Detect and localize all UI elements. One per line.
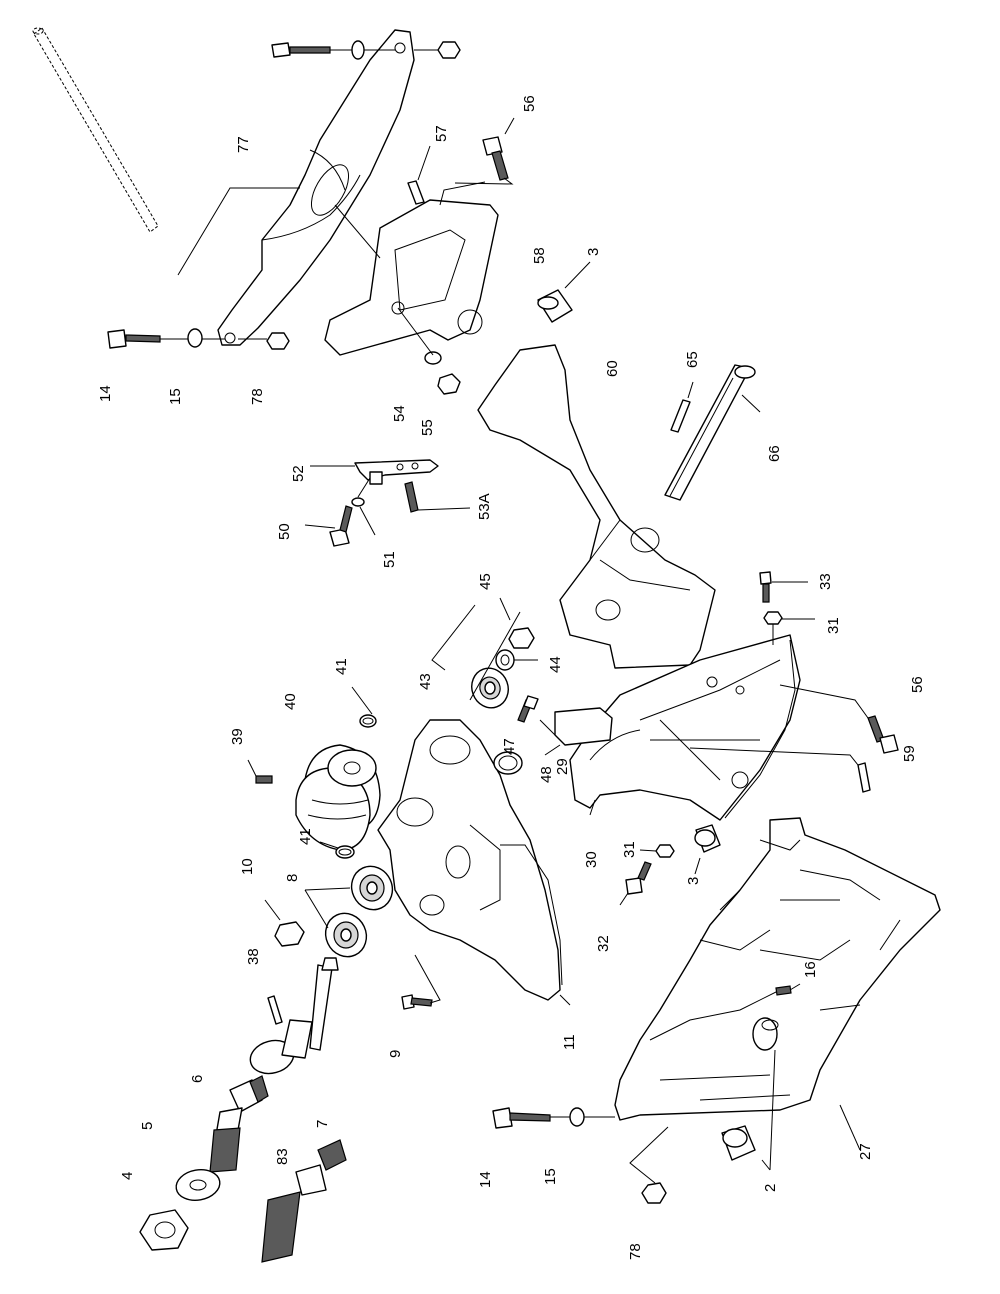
callout-65: 65 [684,351,701,368]
callout-41-top: 41 [333,658,350,675]
callout-40: 40 [282,693,299,710]
callout-83: 83 [274,1148,291,1165]
callout-56-right: 56 [909,676,926,693]
part-8-bearings [304,865,394,958]
callout-32: 32 [595,935,612,952]
callout-57: 57 [433,125,450,142]
callout-56: 56 [521,95,538,112]
rod-ghost [32,27,159,233]
callout-43: 43 [417,673,434,690]
callout-39: 39 [229,728,246,745]
part-9-screw [401,954,441,1010]
part-51-washer [351,497,376,536]
part-29-washer [493,751,523,775]
callout-4: 4 [119,1172,136,1180]
top-bolt-assembly [271,40,461,60]
callout-labels: 77 57 56 58 3 14 15 78 54 55 60 65 66 52… [97,95,926,1260]
callout-33: 33 [817,573,834,590]
callout-66: 66 [766,445,783,462]
callout-54: 54 [391,405,408,422]
part-44-washer [495,649,538,671]
callout-27: 27 [857,1143,874,1160]
callout-8: 8 [284,874,301,882]
lower-bolt-assembly [492,1104,861,1204]
callout-3-lower: 3 [685,877,702,885]
callout-50: 50 [276,523,293,540]
callout-30: 30 [583,851,600,868]
part-5-washer [175,1169,221,1201]
callout-51: 51 [381,551,398,568]
callout-14: 14 [97,385,114,402]
part-50-bolt [304,505,353,547]
part-27-frame [614,817,941,1121]
part-30-gear-segment [569,634,801,821]
callout-15-lower: 15 [542,1168,559,1185]
callout-48: 48 [538,766,555,783]
part-2-bushing [721,1049,776,1171]
callout-16: 16 [802,961,819,978]
callout-2: 2 [762,1184,779,1192]
part-41-ring-top [351,686,377,728]
part-3-bushing-lower [694,824,721,875]
part-41-ring-lower [319,841,355,859]
part-53A-screw [404,481,471,513]
part-33-bolt [759,571,808,603]
callout-45: 45 [477,573,494,590]
callout-5: 5 [139,1122,156,1130]
part-65-key [670,381,694,433]
callout-77: 77 [235,136,252,153]
part-56-bolt-top [454,117,515,185]
callout-14-lower: 14 [477,1171,494,1188]
callout-58: 58 [531,247,548,264]
part-47-screw [517,695,539,723]
callout-55: 55 [419,419,436,436]
part-52-bracket [310,459,439,485]
part-3-bushing-top [537,261,591,323]
callout-59: 59 [901,745,918,762]
callout-78-lower: 78 [627,1243,644,1260]
callout-78: 78 [249,388,266,405]
part-60-arm [477,344,716,669]
callout-47: 47 [501,738,518,755]
part-40-pulley [295,744,381,851]
part-10-nut [264,899,305,947]
part-56-bolt-right [779,684,899,754]
callout-41-lower: 41 [297,828,314,845]
part-16-screw [775,983,801,996]
callout-29: 29 [554,758,571,775]
callout-9: 9 [387,1050,404,1058]
callout-60: 60 [604,360,621,377]
callout-10: 10 [239,858,256,875]
callout-15: 15 [167,388,184,405]
part-38-key [267,995,283,1025]
part-66-shaft [664,364,761,501]
part-31-nut-top [763,611,815,645]
callout-3: 3 [585,248,602,256]
part-45-nut [499,597,535,649]
part-11-body [377,719,563,1001]
callout-38: 38 [245,948,262,965]
part-31-nut-lower [639,844,675,858]
callout-44: 44 [547,656,564,673]
part-7-spindle [249,957,339,1075]
part-58-bracket [324,199,499,356]
callout-53A: 53A [476,493,493,520]
part-6-stud [209,1075,269,1173]
part-59-pin [689,747,871,793]
callout-6: 6 [189,1075,206,1083]
part-39-setscrew [247,759,273,784]
callout-31: 31 [825,617,842,634]
part-57-pin [407,145,431,205]
left-bolt-assembly [107,328,290,350]
part-4-nut [139,1209,189,1251]
part-32-bolt [619,861,652,906]
callout-11: 11 [561,1034,578,1050]
callout-52: 52 [290,465,307,482]
part-83-stud [261,1139,347,1263]
part-77-arm [217,29,415,346]
washer-54-nut-55 [397,307,461,395]
callout-31-lower: 31 [621,841,638,858]
callout-7: 7 [314,1120,331,1128]
